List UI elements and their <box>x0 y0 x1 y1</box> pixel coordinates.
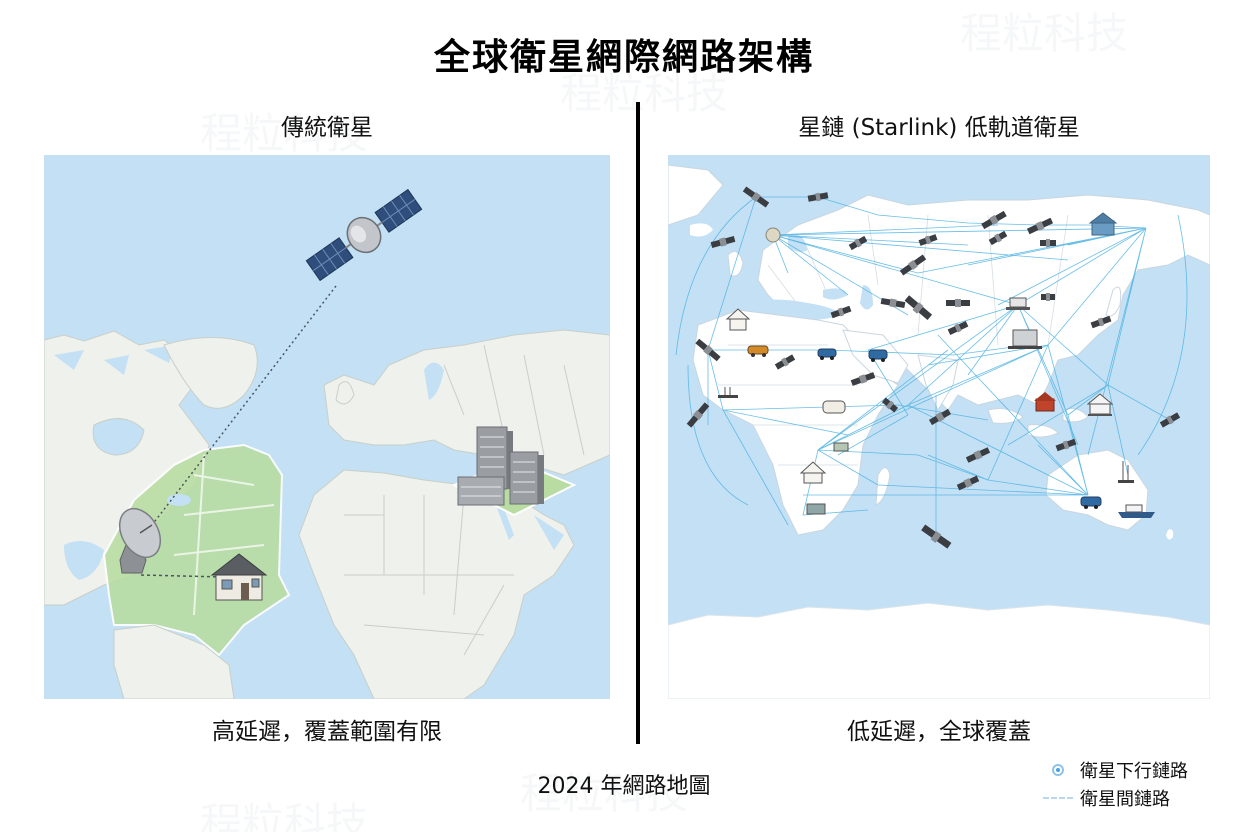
legend: 衛星下行鏈路 衛星間鏈路 <box>1040 756 1188 812</box>
starlink-heading: 星鏈 (Starlink) 低軌道衛星 <box>798 115 1080 141</box>
page-title: 全球衛星網際網路架構 <box>433 37 814 78</box>
panel-divider <box>636 102 640 744</box>
car-australia-blue-icon <box>1080 496 1102 509</box>
starlink-map <box>668 155 1210 699</box>
legend-label: 衛星下行鏈路 <box>1080 761 1188 782</box>
starlink-caption: 低延遲，全球覆蓋 <box>847 719 1031 745</box>
geostationary-satellite-icon <box>305 188 423 282</box>
house-siberia-icon <box>1088 212 1118 236</box>
traditional-satellite-map <box>44 155 610 699</box>
house-spain-icon <box>725 308 751 331</box>
vehicle-africa-icon <box>822 400 846 414</box>
satellite-downlink <box>151 285 337 526</box>
downlink-dot-icon <box>1052 764 1064 776</box>
ground-station-west-africa-icon <box>718 387 738 398</box>
ground-dish-antenna-icon <box>118 508 162 574</box>
dashed-line-icon <box>1043 797 1073 799</box>
building-china-icon <box>1008 329 1042 349</box>
car-arabia-blue-icon <box>868 349 888 362</box>
leo-satellites <box>686 186 1181 549</box>
building-east-africa-icon <box>833 442 849 452</box>
house-philippines-icon <box>1086 393 1114 416</box>
traditional-satellite-heading: 傳統衛星 <box>281 115 373 141</box>
ground-station-china-icon <box>1006 297 1030 310</box>
house-icon <box>210 553 268 601</box>
house-red-sea-asia-icon <box>1034 392 1056 412</box>
house-central-africa-icon <box>799 461 827 484</box>
legend-item-intersatellite: 衛星間鏈路 <box>1040 784 1188 812</box>
building-south-africa-icon <box>806 503 826 515</box>
ship-australia-icon <box>1118 504 1155 518</box>
legend-label: 衛星間鏈路 <box>1080 789 1170 810</box>
traditional-satellite-caption: 高延遲，覆蓋範圍有限 <box>212 719 442 745</box>
city-buildings-icon <box>451 426 577 517</box>
ground-station-europe-icon <box>765 227 781 243</box>
world-map-atlantic <box>44 188 610 699</box>
map-footer-title: 2024 年網路地圖 <box>537 774 711 799</box>
world-map-eastern-hemisphere <box>668 164 1210 699</box>
legend-item-downlink: 衛星下行鏈路 <box>1040 756 1188 784</box>
ground-station-australia-icon <box>1118 461 1134 483</box>
car-africa-orange-icon <box>747 345 769 357</box>
ground-link <box>140 574 225 578</box>
car-sahara-blue-icon <box>817 348 837 360</box>
